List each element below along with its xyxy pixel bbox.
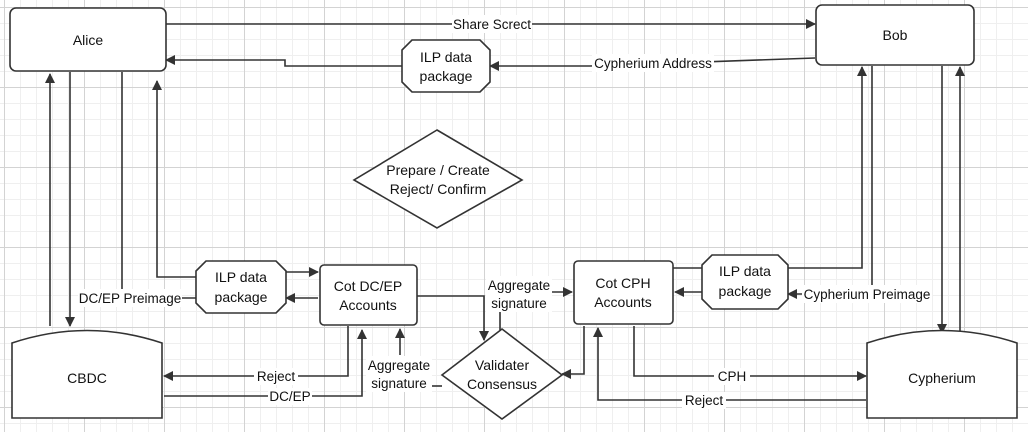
svg-text:Aggregate: Aggregate (368, 358, 430, 373)
cbdc-node: CBDC (11, 329, 163, 419)
cypherium-preimage-arrow (787, 66, 873, 299)
svg-text:Aggregate: Aggregate (488, 278, 550, 293)
cph-label: CPH (714, 368, 750, 385)
alice-node: Alice (9, 7, 167, 72)
svg-text:Accounts: Accounts (339, 297, 397, 313)
svg-text:Reject: Reject (257, 369, 296, 384)
svg-text:package: package (420, 68, 473, 84)
cot-cph-accounts-node: Cot CPH Accounts (573, 260, 674, 325)
cypherium-address-label: Cypherium Address (592, 54, 714, 72)
validater-consensus-node: Validater Consensus (440, 327, 564, 420)
svg-text:Cypherium Preimage: Cypherium Preimage (804, 287, 931, 302)
svg-text:Reject/ Confirm: Reject/ Confirm (390, 181, 486, 197)
svg-text:CBDC: CBDC (67, 370, 107, 386)
prepare-create-reject-confirm-node: Prepare / Create Reject/ Confirm (352, 129, 524, 229)
dcep-arrow (164, 329, 367, 397)
svg-text:Share Screct: Share Screct (453, 17, 531, 32)
ilp-data-package-right-node: ILP data package (701, 254, 789, 310)
ilp-right-to-bob-arrow (788, 66, 867, 269)
dcep-preimage-label: DC/EP Preimage (78, 289, 182, 307)
dcep-preimage-line (121, 72, 196, 299)
ilp-data-package-top-node: ILP data package (401, 39, 491, 93)
svg-text:Cypherium Address: Cypherium Address (594, 56, 712, 71)
svg-text:ILP data: ILP data (420, 49, 472, 65)
svg-text:Consensus: Consensus (467, 376, 537, 392)
cypherium-preimage-label: Cypherium Preimage (802, 285, 932, 303)
reject-left-label: Reject (254, 368, 298, 385)
share-secret-label: Share Screct (452, 15, 532, 33)
cot-dcep-accounts-node: Cot DC/EP Accounts (319, 264, 418, 326)
cypherium-address-arrow (489, 57, 816, 71)
svg-text:Cot CPH: Cot CPH (595, 275, 650, 291)
dcep-label: DC/EP (268, 388, 312, 405)
svg-text:Reject: Reject (685, 393, 724, 408)
reject-left-arrow (163, 326, 349, 381)
cot-dcep-to-validator-arrow (417, 295, 489, 341)
svg-text:signature: signature (371, 376, 427, 391)
cot-cph-to-validator-arrow (561, 326, 585, 379)
svg-text:Validater: Validater (475, 357, 530, 373)
svg-text:Accounts: Accounts (594, 294, 652, 310)
svg-text:package: package (215, 289, 268, 305)
svg-text:signature: signature (491, 296, 547, 311)
cypherium-node: Cypherium (866, 329, 1018, 419)
bob-node: Bob (815, 4, 975, 66)
aggregate-signature-left-label: Aggregate signature (366, 356, 432, 392)
svg-text:DC/EP Preimage: DC/EP Preimage (79, 291, 182, 306)
ilp-data-package-left-node: ILP data package (195, 260, 287, 314)
ilp-top-to-alice-arrow (165, 55, 402, 67)
edge-labels: Share Screct Cypherium Address DC/EP Pre… (78, 15, 932, 409)
svg-text:DC/EP: DC/EP (269, 389, 310, 404)
svg-text:Cot DC/EP: Cot DC/EP (334, 278, 402, 294)
svg-text:Bob: Bob (883, 27, 908, 43)
svg-text:package: package (719, 283, 772, 299)
aggregate-signature-right-label: Aggregate signature (486, 276, 552, 312)
ilp-left-to-alice-arrow (152, 80, 196, 278)
cph-arrow (633, 326, 867, 381)
svg-text:Cypherium: Cypherium (908, 370, 976, 386)
svg-text:ILP data: ILP data (215, 269, 267, 285)
svg-text:Alice: Alice (73, 32, 104, 48)
svg-text:CPH: CPH (718, 369, 747, 384)
reject-right-arrow (593, 327, 866, 401)
reject-right-label: Reject (682, 392, 726, 409)
svg-text:Prepare / Create: Prepare / Create (386, 162, 490, 178)
svg-text:ILP data: ILP data (719, 263, 771, 279)
